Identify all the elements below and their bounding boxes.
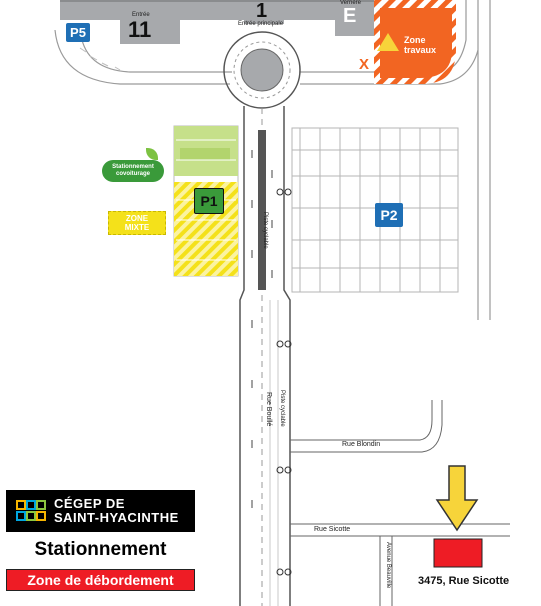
piste-cyclable-label-1: Piste cyclable [262, 212, 268, 249]
main-road [239, 106, 291, 606]
leaf-icon [146, 148, 158, 160]
building-1-number: 1 [256, 0, 268, 22]
zone-mixte-badge: ZONE MIXTE [108, 211, 166, 235]
bicycle-icon [276, 188, 292, 576]
logo-line-1: CÉGEP DE [54, 496, 125, 511]
x-marker: X [359, 56, 370, 73]
piste-cyclable-label-2: Piste cyclable [279, 390, 285, 427]
roundabout [223, 31, 301, 109]
rue-blondin-label: Rue Blondin [342, 441, 381, 448]
construction-zone [374, 0, 456, 84]
rue-boulle-label: Rue Boullé [265, 392, 272, 427]
arrow-down-icon [435, 465, 479, 532]
stationnement-covoiturage-label: Stationnement covoiturage [112, 164, 154, 177]
legend-overflow-badge: Zone de débordement [6, 569, 195, 591]
address-label: 3475, Rue Sicotte [418, 575, 510, 587]
entree-principale-label: Entrée principale [238, 21, 284, 27]
p2-badge: P2 [375, 203, 403, 227]
rue-sicotte-label: Rue Sicotte [314, 526, 351, 533]
building-e-letter: E [343, 5, 357, 27]
building-11-number: 11 [128, 17, 152, 42]
p1-badge: P1 [194, 188, 224, 214]
legend-title: Stationnement [34, 539, 167, 560]
overflow-parking-area [433, 538, 483, 568]
lane-arrows [251, 150, 273, 508]
rue-blondin-road [290, 400, 443, 453]
cegep-logo: CÉGEP DE SAINT-HYACINTHE [6, 490, 195, 532]
p1-parking-area [173, 125, 239, 277]
rue-sicotte-road [290, 523, 510, 606]
zone-mixte-label: ZONE MIXTE [124, 214, 150, 232]
top-roads [54, 0, 491, 320]
construction-worker-icon [377, 33, 399, 51]
logo-text: CÉGEP DE SAINT-HYACINTHE [54, 497, 179, 525]
building [60, 0, 440, 44]
covoiturage-badge: Stationnement covoiturage [102, 160, 164, 182]
verriere-label: Verrière [340, 0, 362, 6]
p5-badge: P5 [66, 23, 90, 42]
zone-travaux-label: Zone travaux [404, 35, 437, 55]
logo-squares-icon [16, 500, 46, 521]
avenue-beauville-label: Avenue Beauville [385, 542, 391, 589]
entree-11-label: Entrée [132, 12, 150, 18]
logo-line-2: SAINT-HYACINTHE [54, 510, 179, 525]
